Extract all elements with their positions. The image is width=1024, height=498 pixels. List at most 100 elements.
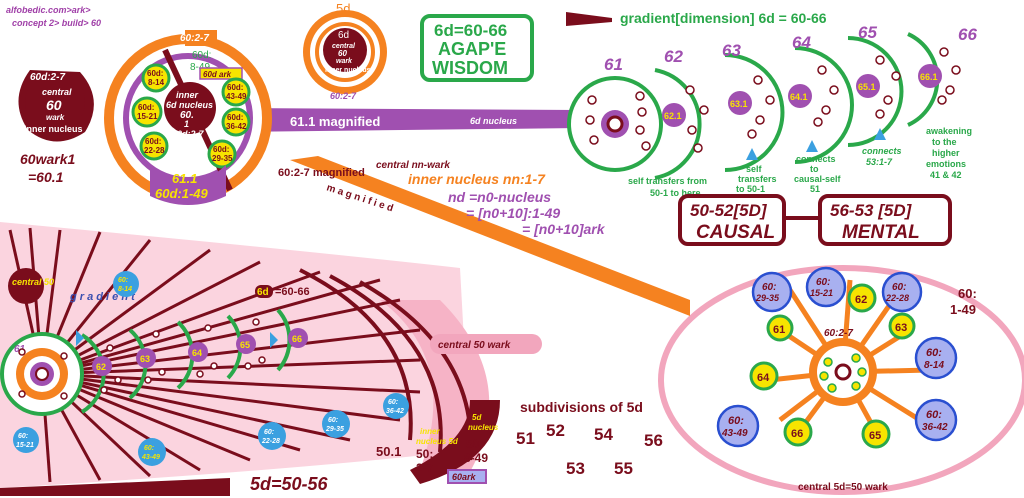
svg-text:higher: higher bbox=[932, 148, 960, 158]
svg-text:60d:: 60d: bbox=[227, 113, 243, 122]
svg-text:22-28: 22-28 bbox=[261, 438, 280, 445]
svg-text:central 50: central 50 bbox=[12, 277, 54, 287]
big-circle: 60:2-7 inner 6d nucleus 60. 1 60d:2-7 60… bbox=[104, 30, 272, 205]
svg-text:51: 51 bbox=[810, 184, 820, 194]
svg-text:66.1: 66.1 bbox=[920, 72, 938, 82]
svg-text:65: 65 bbox=[240, 340, 250, 350]
left-nucleus-top: 60d:2-7 bbox=[30, 72, 65, 83]
bottom-mid: central 50 wark subdivisions of 5d 5d nu… bbox=[0, 334, 663, 496]
blue-tags: 60: 8-14 60: 15-21 60: 43-49 60: 22-28 6… bbox=[13, 271, 409, 466]
svg-text:60:: 60: bbox=[892, 282, 906, 293]
svg-text:60d:2-7: 60d:2-7 bbox=[172, 129, 205, 139]
gradient-header: gradient[dimension] 6d = 60-66 bbox=[620, 10, 827, 26]
svg-text:41 & 42: 41 & 42 bbox=[930, 170, 962, 180]
svg-text:65: 65 bbox=[858, 23, 877, 42]
svg-text:connects: connects bbox=[862, 146, 902, 156]
svg-text:15-21: 15-21 bbox=[137, 112, 158, 121]
gradient-arrow bbox=[566, 12, 612, 26]
svg-text:60d:: 60d: bbox=[138, 103, 154, 112]
svg-text:60:: 60: bbox=[958, 286, 977, 301]
svg-text:60:: 60: bbox=[118, 277, 128, 284]
svg-text:nucleus 5d: nucleus 5d bbox=[416, 437, 459, 446]
note-eq2: = [n0+10]ark bbox=[522, 221, 606, 237]
svg-text:15-21: 15-21 bbox=[16, 442, 34, 449]
svg-text:causal-self: causal-self bbox=[794, 174, 842, 184]
svg-text:nucleus: nucleus bbox=[468, 423, 499, 432]
svg-text:6d: 6d bbox=[257, 287, 269, 298]
svg-text:60: 60 bbox=[338, 49, 347, 58]
mag61-label-box bbox=[283, 110, 403, 130]
svg-text:60:: 60: bbox=[264, 429, 274, 436]
svg-text:62.1: 62.1 bbox=[664, 111, 682, 121]
svg-text:63.1: 63.1 bbox=[730, 99, 748, 109]
note-inner-nn: inner nucleus nn:1-7 bbox=[408, 171, 546, 187]
svg-text:66: 66 bbox=[292, 334, 302, 344]
big-circle-b1: 61.1 bbox=[172, 171, 197, 186]
svg-text:29-35: 29-35 bbox=[755, 293, 780, 303]
svg-text:50.1: 50.1 bbox=[376, 444, 401, 459]
svg-text:22-28: 22-28 bbox=[885, 293, 909, 303]
top-series: 62.1 63.1 64.1 65.1 66.1 61 62 63 64 65 … bbox=[567, 23, 977, 198]
svg-text:8-14: 8-14 bbox=[118, 286, 132, 293]
c814-a: 60d: bbox=[147, 69, 163, 78]
note-nd: nd =n0-nucleus bbox=[448, 189, 551, 205]
svg-text:5d: 5d bbox=[472, 413, 482, 422]
mental-a: 56-53 [5D] bbox=[830, 201, 913, 220]
svg-text:66: 66 bbox=[791, 428, 803, 440]
svg-text:=60-66: =60-66 bbox=[275, 286, 310, 298]
purple-beam bbox=[228, 108, 580, 132]
svg-text:63: 63 bbox=[895, 322, 907, 334]
big-circle-ark: 60d ark bbox=[203, 70, 232, 79]
svg-text:51: 51 bbox=[516, 429, 535, 448]
left-nucleus-inner: inner nucleus bbox=[24, 124, 83, 134]
svg-text:60d:: 60d: bbox=[145, 137, 161, 146]
svg-text:to 50-1: to 50-1 bbox=[736, 184, 765, 194]
causal-mental-boxes: 50-52[5D] CAUSAL 56-53 [5D] MENTAL bbox=[678, 194, 952, 246]
svg-text:inner nucleus: inner nucleus bbox=[325, 67, 371, 74]
svg-text:53:1-7: 53:1-7 bbox=[866, 157, 893, 167]
svg-text:8-14: 8-14 bbox=[148, 78, 165, 87]
big-circle-label-a: 60d: bbox=[192, 50, 211, 61]
svg-text:63: 63 bbox=[140, 354, 150, 364]
svg-text:52: 52 bbox=[546, 421, 565, 440]
oval-footer: central 5d=50 wark bbox=[798, 482, 888, 493]
oval-detail: 60:2-7 60: 29-35 60: 15-21 62 60: 22-28 … bbox=[716, 266, 977, 493]
note-central-nn: central nn-wark bbox=[376, 160, 450, 171]
causal-a: 50-52[5D] bbox=[690, 201, 768, 220]
svg-text:6d=60-66: 6d=60-66 bbox=[434, 21, 507, 40]
mag61-bar-label: 6d nucleus bbox=[470, 116, 517, 126]
svg-text:60:: 60: bbox=[926, 409, 942, 421]
note-eq1: = [n0+10]:1-49 bbox=[466, 205, 560, 221]
orange-beam bbox=[290, 156, 690, 316]
svg-text:1: 1 bbox=[184, 119, 189, 129]
left-nucleus-num: 60 bbox=[46, 97, 62, 113]
svg-text:inner: inner bbox=[420, 427, 440, 436]
svg-text:22-28: 22-28 bbox=[144, 146, 165, 155]
svg-text:36-42: 36-42 bbox=[922, 422, 948, 433]
breadcrumb-line1: alfobedic.com>ark> bbox=[6, 5, 91, 15]
svg-text:self transfers from: self transfers from bbox=[628, 176, 707, 186]
svg-text:60:2-7: 60:2-7 bbox=[330, 91, 357, 101]
svg-text:53: 53 bbox=[566, 459, 585, 478]
svg-text:60d:: 60d: bbox=[213, 145, 229, 154]
small-6d-circle: 5d 6d central 60 wark inner nucleus 60:2… bbox=[303, 1, 387, 101]
mental-b: MENTAL bbox=[842, 222, 920, 243]
svg-text:to: to bbox=[810, 164, 819, 174]
left-nucleus-central: central bbox=[42, 87, 72, 97]
svg-text:central: central bbox=[332, 43, 356, 50]
svg-text:60:: 60: bbox=[18, 433, 28, 440]
breadcrumb-line2: concept 2> build> 60 bbox=[12, 18, 101, 28]
svg-text:60:: 60: bbox=[926, 347, 942, 359]
svg-text:6d: 6d bbox=[338, 30, 349, 41]
svg-text:64: 64 bbox=[192, 348, 202, 358]
svg-text:64.1: 64.1 bbox=[790, 92, 808, 102]
svg-text:60:: 60: bbox=[728, 415, 744, 427]
bottom-range: 5d=50-56 bbox=[250, 474, 329, 494]
svg-text:64: 64 bbox=[757, 372, 770, 384]
big-circle-b2: 60d:1-49 bbox=[155, 186, 209, 201]
svg-text:61: 61 bbox=[604, 55, 623, 74]
svg-text:56: 56 bbox=[644, 431, 663, 450]
left-nucleus-cap1: 60wark1 bbox=[20, 151, 75, 167]
svg-text:60:: 60: bbox=[144, 445, 154, 452]
svg-text:43-49: 43-49 bbox=[721, 428, 748, 439]
